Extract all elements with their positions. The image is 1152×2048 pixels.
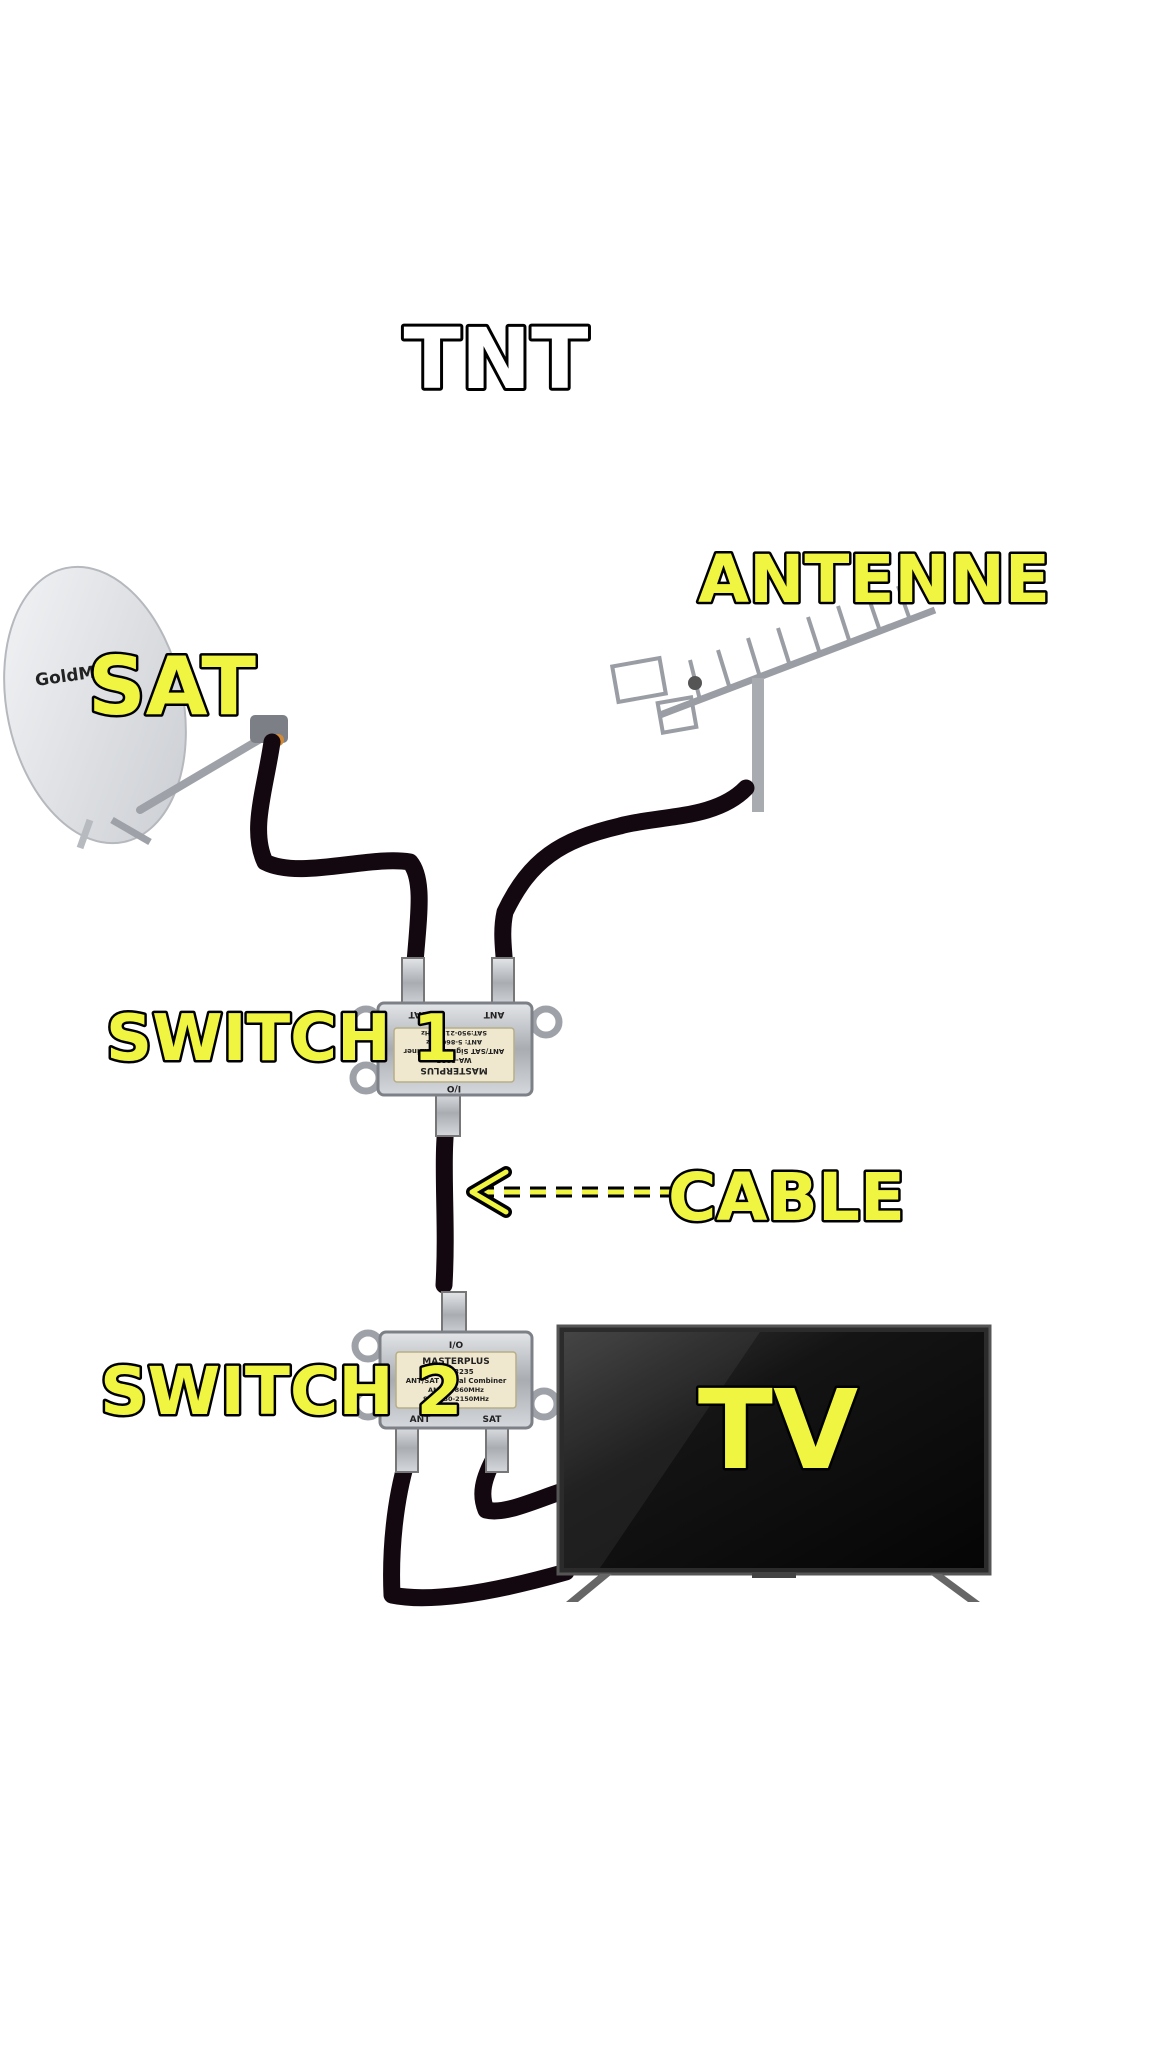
cable-antenne-to-switch1 [494,779,755,984]
switch1-brand: MASTERPLUS [420,1065,487,1075]
switch2-model: WA-3235 [438,1368,473,1376]
switch1-ant-freq: ANT: 5-860MHz [426,1038,482,1046]
switch2-brand: MASTERPLUS [422,1357,489,1367]
cable-label: CABLE [668,1159,905,1236]
switch2-label: SWITCH 2 [100,1353,462,1430]
title-label: TNT [404,310,589,408]
switch1-port-io: I/O [447,1083,462,1093]
switch2-port-sat: SAT [483,1415,503,1425]
switch-2-combiner: I/O MASTERPLUS WA-3235 ANT/SAT Signal Co… [351,1291,561,1473]
switch1-label: SWITCH 1 [106,1002,458,1076]
satellite-dish: GoldM [3,565,288,850]
cable-sat-to-switch1 [250,733,428,984]
switch1-port-ant: ANT [483,1009,504,1019]
antenne-label: ANTENNE [698,541,1050,618]
cable-switch2-sat-to-tv [474,1446,575,1520]
television [556,1324,992,1602]
switch-1-combiner: MASTERPLUS WA-3235 ANT/SAT Signal Combin… [349,957,563,1137]
switch1-port-sat: SAT [408,1009,428,1019]
terrestrial-antenna [609,585,937,812]
switch2-name: ANT/SAT Signal Combiner [406,1377,507,1385]
tv-label: TV [698,1366,858,1494]
switch2-port-io: I/O [449,1341,464,1351]
cable-switch2-ant-to-tv [383,1451,575,1607]
sat-label: SAT [88,640,256,733]
switch2-ant-freq: ANT: 5-860MHz [428,1386,484,1394]
switch1-sat-freq: SAT:950-2150MHz [421,1029,487,1037]
cable-pointer-arrow [466,1166,676,1218]
switch1-name: ANT/SAT Signal Combiner [403,1047,504,1055]
switch1-model: WA-3235 [436,1056,471,1064]
switch2-port-ant: ANT [410,1415,431,1425]
switch2-sat-freq: SAT:950-2150MHz [423,1395,489,1403]
